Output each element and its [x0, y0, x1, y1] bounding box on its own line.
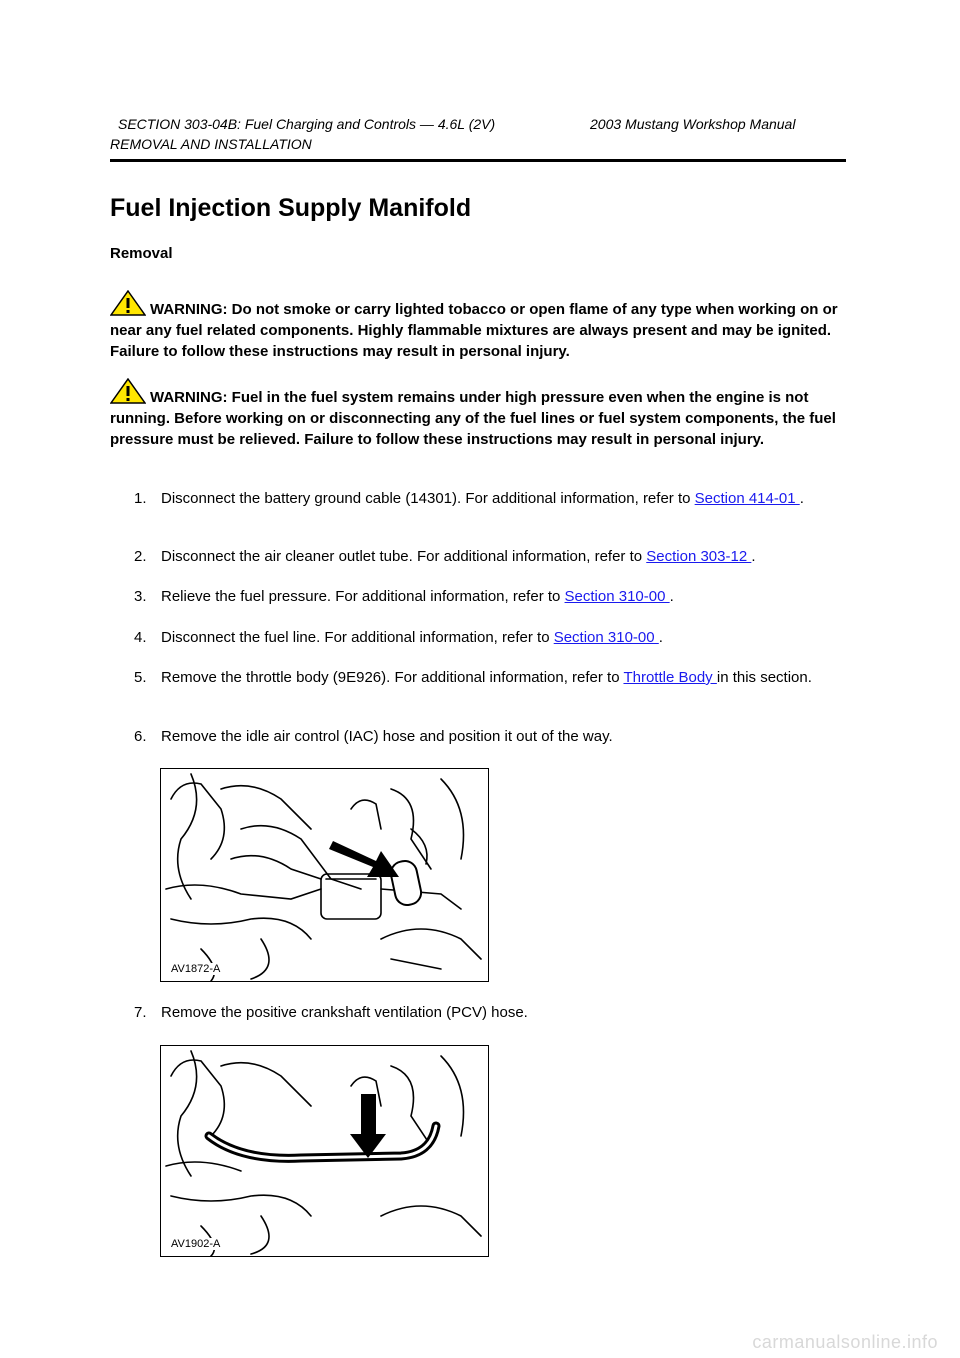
watermark: carmanualsonline.info: [752, 1332, 938, 1352]
step-text: Remove the throttle body (9E926). For ad…: [161, 669, 624, 686]
link-throttle-body[interactable]: Throttle Body: [623, 669, 717, 686]
header-divider: [110, 159, 846, 162]
step-text: Disconnect the air cleaner outlet tube. …: [161, 548, 647, 565]
step-text: Remove the positive crankshaft ventilati…: [161, 1004, 528, 1021]
link-section-303-12[interactable]: Section 303-12: [646, 548, 752, 565]
warning-block-pressure: WARNING: Fuel in the fuel system remains…: [110, 378, 850, 450]
page-title: Fuel Injection Supply Manifold: [110, 194, 472, 222]
step-4: 4. Disconnect the fuel line. For additio…: [134, 628, 834, 648]
figure-label: AV1872-A: [169, 963, 223, 975]
step-text-after: .: [751, 548, 756, 565]
step-2: 2. Disconnect the air cleaner outlet tub…: [134, 547, 834, 567]
link-section-414-01[interactable]: Section 414-01: [694, 490, 800, 507]
step-text-after: in this section.: [716, 669, 812, 686]
header-section: SECTION 303-04B: Fuel Charging and Contr…: [118, 116, 496, 132]
step-number: 1.: [134, 490, 147, 507]
engine-illustration-pcv: [165, 1050, 482, 1256]
warning-block-smoke: WARNING: Do not smoke or carry lighted t…: [110, 290, 850, 362]
step-text: Disconnect the fuel line. For additional…: [161, 629, 554, 646]
step-text: Disconnect the battery ground cable (143…: [161, 490, 695, 507]
engine-illustration-iac: [165, 773, 482, 981]
step-number: 6.: [134, 728, 147, 745]
link-section-310-00[interactable]: Section 310-00: [553, 629, 659, 646]
figure-iac-hose: AV1872-A: [160, 768, 489, 982]
step-number: 3.: [134, 588, 147, 605]
warning-text: WARNING: Fuel in the fuel system remains…: [110, 389, 836, 448]
removal-subheading: Removal: [110, 245, 173, 262]
step-number: 5.: [134, 669, 147, 686]
step-number: 7.: [134, 1004, 147, 1021]
step-1: 1. Disconnect the battery ground cable (…: [134, 489, 834, 509]
header-subsection: REMOVAL AND INSTALLATION: [110, 136, 312, 152]
step-text-after: .: [799, 490, 804, 507]
step-text: Relieve the fuel pressure. For additiona…: [161, 588, 565, 605]
figure-pcv-hose: AV1902-A: [160, 1045, 489, 1257]
warning-text: WARNING: Do not smoke or carry lighted t…: [110, 301, 838, 360]
step-7: 7. Remove the positive crankshaft ventil…: [134, 1003, 834, 1023]
step-5: 5. Remove the throttle body (9E926). For…: [134, 668, 834, 688]
warning-triangle-icon: [110, 378, 146, 404]
step-text: Remove the idle air control (IAC) hose a…: [161, 728, 613, 745]
step-text-after: .: [669, 588, 674, 605]
step-3: 3. Relieve the fuel pressure. For additi…: [134, 587, 834, 607]
step-6: 6. Remove the idle air control (IAC) hos…: [134, 727, 834, 747]
step-number: 2.: [134, 548, 147, 565]
header-manual-title: 2003 Mustang Workshop Manual: [590, 116, 796, 132]
link-section-310-00[interactable]: Section 310-00: [564, 588, 670, 605]
step-text-after: .: [658, 629, 663, 646]
warning-triangle-icon: [110, 290, 146, 316]
step-number: 4.: [134, 629, 147, 646]
figure-label: AV1902-A: [169, 1238, 223, 1250]
